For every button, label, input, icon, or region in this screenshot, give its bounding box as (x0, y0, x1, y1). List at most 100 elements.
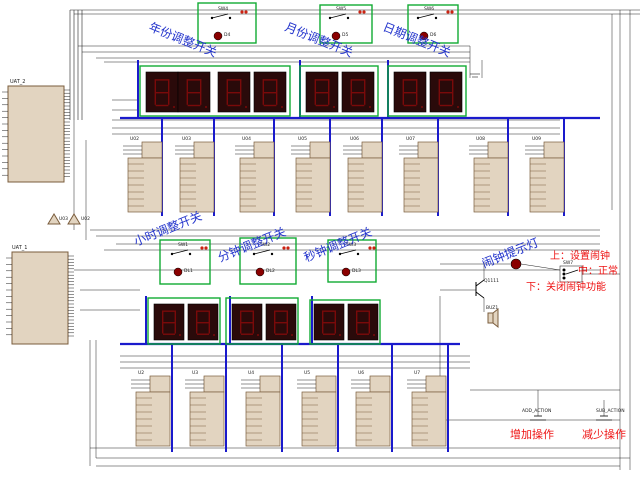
bottom-digit-1 (153, 303, 185, 341)
driver-chip-bottom-1: U2 (131, 370, 171, 447)
switch-frame-hour (159, 239, 211, 285)
label-year-switch: 年份调整开关 (147, 19, 219, 60)
driver-chip-top-6: U07 (399, 136, 439, 213)
mcu-upper-pins (2, 89, 70, 177)
switch-frame-day (407, 4, 459, 44)
buffer-gate-1 (47, 213, 61, 225)
driver-chip-bottom-5: U6 (351, 370, 391, 447)
switch-ref: SW5 (336, 6, 346, 12)
top-digit-1 (145, 71, 179, 113)
top-digit-7 (393, 71, 427, 113)
buffer-gates: U03 U02 (47, 213, 90, 225)
note-disable-alarm: 下：关闭闹钟功能 (526, 280, 606, 293)
note-add-operation: 增加操作 (510, 427, 554, 441)
alarm-circuit: SW7 Q1111 BUZ1 ADD_ACTION SUB_ACTION (475, 258, 625, 421)
display-frame-month (299, 65, 379, 117)
chip-ref: U07 (406, 136, 415, 142)
switch-ref: SW3 (346, 242, 356, 248)
transistor-ref: Q1111 (484, 278, 499, 284)
bottom-digit-4 (265, 303, 297, 341)
alarm-mode-switch: SW7 (559, 260, 583, 283)
mcu-lower: UAT_1 (6, 245, 74, 345)
switch-led-ref: D6 (430, 32, 436, 38)
red-notes: 上：设置闹钟 中：正常 下：关闭闹钟功能 增加操作 减少操作 (510, 249, 626, 441)
mcu-lower-label: UAT_1 (12, 245, 27, 251)
driver-chip-bottom-2: U3 (185, 370, 225, 447)
display-frame-year (139, 65, 291, 117)
top-digit-2 (177, 71, 211, 113)
driver-chip-top-4: U05 (291, 136, 331, 213)
alarm-lamp (510, 258, 522, 270)
chip-ref: U4 (248, 370, 254, 376)
display-frame-hour (147, 297, 221, 345)
bottom-display-group (147, 297, 381, 345)
switch-lever (211, 13, 229, 19)
switch-frame-minute (239, 237, 297, 285)
chip-ref: U6 (358, 370, 364, 376)
driver-chip-top-5: U06 (343, 136, 383, 213)
bottom-digit-2 (187, 303, 219, 341)
label-alarm-lamp: 闹钟提示灯 (480, 234, 541, 270)
note-set-alarm: 上：设置闹钟 (550, 249, 610, 262)
switch-lever (171, 249, 189, 255)
wire (520, 263, 561, 271)
transistor: Q1111 (475, 278, 499, 299)
chip-ref: U05 (298, 136, 307, 142)
buzzer: BUZ1 (486, 305, 499, 329)
note-normal: 中：正常 (578, 264, 618, 277)
chip-ref: U7 (414, 370, 420, 376)
chip-ref: U3 (192, 370, 198, 376)
mcu-upper-label: UAT_2 (10, 79, 25, 85)
label-day-switch: 日期调整开关 (381, 19, 453, 60)
chip-ref: U08 (476, 136, 485, 142)
switch-led-ref: D4 (224, 32, 230, 38)
switch-ref: SW2 (260, 242, 270, 248)
chip-ref: U09 (532, 136, 541, 142)
top-digit-4 (253, 71, 287, 113)
chip-ref: U06 (350, 136, 359, 142)
switch-frame-year (197, 2, 257, 44)
switch-ref: SW4 (218, 6, 228, 12)
driver-chip-top-8: U09 (525, 136, 565, 213)
switch-lever (339, 249, 357, 255)
bottom-digit-6 (347, 303, 379, 341)
driver-chip-bottom-6: U7 (407, 370, 447, 447)
chip-ref: U02 (130, 136, 139, 142)
driver-chip-top-7: U08 (469, 136, 509, 213)
display-frame-second (309, 299, 381, 345)
driver-chip-top-3: U04 (235, 136, 275, 213)
switch-ref: SW6 (424, 6, 434, 12)
driver-chip-top-2: U03 (175, 136, 215, 213)
buffer-label-2: U02 (81, 216, 90, 222)
top-display-group (139, 65, 467, 117)
switch-led-ref: DL1 (184, 268, 193, 274)
chip-ref: U2 (138, 370, 144, 376)
chip-ref: U5 (304, 370, 310, 376)
top-digit-5 (305, 71, 339, 113)
note-sub-operation: 减少操作 (582, 427, 626, 441)
wiring-layer (69, 9, 640, 470)
buzzer-ref: BUZ1 (486, 305, 498, 311)
mcu-upper: UAT_2 (2, 79, 70, 183)
switch-frame-second (327, 239, 377, 283)
label-month-switch: 月份调整开关 (283, 19, 355, 60)
switch-ref: SW1 (178, 242, 188, 248)
label-hour-switch: 小时调整开关 (132, 208, 204, 249)
bottom-digit-5 (313, 303, 345, 341)
switch-led-ref: DL2 (266, 268, 275, 274)
sub-button-ref: SUB_ACTION (596, 408, 625, 414)
top-digit-8 (429, 71, 463, 113)
switch-frame-month (319, 4, 373, 44)
driver-chip-bottom-4: U5 (297, 370, 337, 447)
alarm-switch-ref: SW7 (563, 260, 573, 266)
switch-lever (329, 13, 347, 19)
bottom-digit-3 (231, 303, 263, 341)
add-button: ADD_ACTION (522, 408, 551, 421)
